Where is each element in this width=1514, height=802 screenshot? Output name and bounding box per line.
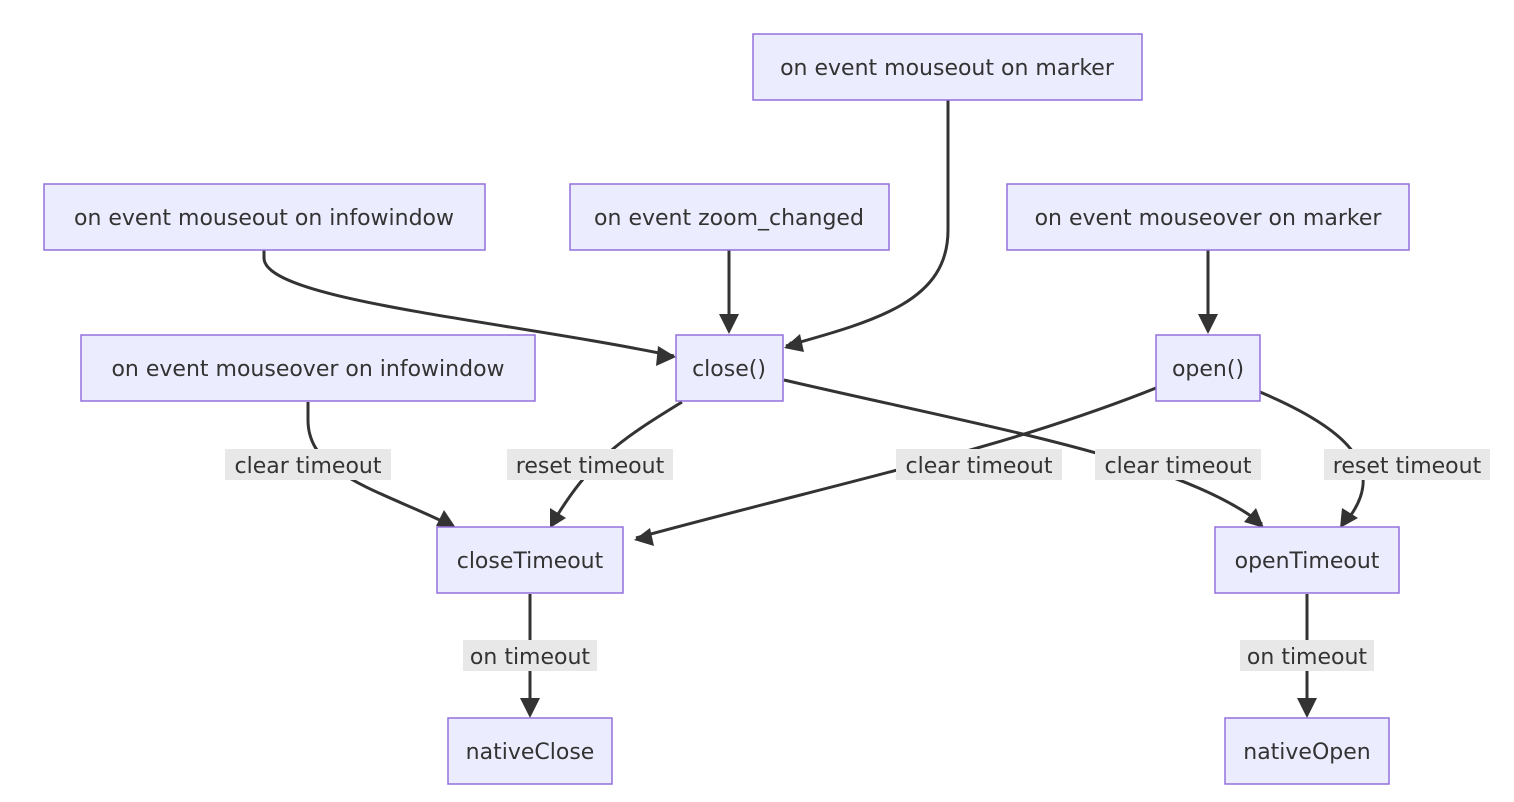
svg-text:clear timeout: clear timeout bbox=[906, 454, 1053, 479]
arrowhead bbox=[656, 346, 676, 366]
edge-label-on-timeout-close: on timeout bbox=[463, 640, 597, 671]
node-open: open() bbox=[1155, 334, 1261, 402]
node-close-timeout: closeTimeout bbox=[436, 526, 624, 594]
svg-text:nativeOpen: nativeOpen bbox=[1243, 740, 1370, 765]
arrowhead bbox=[436, 510, 456, 528]
arrowhead bbox=[719, 314, 739, 334]
svg-text:on timeout: on timeout bbox=[470, 645, 591, 670]
node-mouseout-on-infowindow: on event mouseout on infowindow bbox=[43, 183, 486, 251]
edge-label-clear-timeout-infowindow: clear timeout bbox=[225, 449, 391, 480]
arrowhead bbox=[1297, 698, 1317, 718]
node-mouseover-on-infowindow: on event mouseover on infowindow bbox=[80, 334, 536, 402]
node-native-close: nativeClose bbox=[447, 717, 613, 785]
arrowhead bbox=[1340, 508, 1358, 528]
edge-label-clear-timeout-open: clear timeout bbox=[896, 449, 1062, 480]
svg-text:on event mouseout on marker: on event mouseout on marker bbox=[780, 56, 1115, 81]
arrowhead bbox=[550, 508, 566, 528]
edge-label-reset-timeout-close: reset timeout bbox=[507, 449, 673, 480]
arrowheads bbox=[436, 314, 1358, 718]
svg-text:open(): open() bbox=[1172, 357, 1244, 382]
node-mouseover-on-marker: on event mouseover on marker bbox=[1006, 183, 1410, 251]
svg-text:reset timeout: reset timeout bbox=[516, 454, 665, 479]
node-native-open: nativeOpen bbox=[1224, 717, 1390, 785]
svg-text:clear timeout: clear timeout bbox=[235, 454, 382, 479]
arrowhead bbox=[520, 698, 540, 718]
svg-text:closeTimeout: closeTimeout bbox=[457, 549, 604, 574]
svg-text:close(): close() bbox=[692, 357, 766, 382]
node-close: close() bbox=[675, 334, 784, 402]
svg-text:on timeout: on timeout bbox=[1247, 645, 1368, 670]
svg-text:on event mouseout on infowindo: on event mouseout on infowindow bbox=[74, 206, 454, 231]
svg-text:reset timeout: reset timeout bbox=[1333, 454, 1482, 479]
svg-text:clear timeout: clear timeout bbox=[1105, 454, 1252, 479]
arrowhead bbox=[634, 528, 654, 546]
node-open-timeout: openTimeout bbox=[1214, 526, 1400, 594]
node-mouseout-on-marker: on event mouseout on marker bbox=[752, 33, 1143, 101]
svg-text:on event mouseover on infowind: on event mouseover on infowindow bbox=[111, 357, 504, 382]
svg-text:nativeClose: nativeClose bbox=[466, 740, 595, 765]
svg-text:openTimeout: openTimeout bbox=[1235, 549, 1380, 574]
svg-text:on event mouseover on marker: on event mouseover on marker bbox=[1035, 206, 1383, 231]
arrowhead bbox=[1244, 508, 1264, 528]
arrowhead bbox=[784, 334, 804, 352]
arrowhead bbox=[1198, 314, 1218, 334]
edge-label-on-timeout-open: on timeout bbox=[1240, 640, 1374, 671]
edge-close-to-opentimeout bbox=[783, 378, 1263, 526]
edge-mouseout-infowindow-to-close bbox=[262, 250, 675, 358]
node-zoom-changed: on event zoom_changed bbox=[569, 183, 890, 251]
svg-text:on event zoom_changed: on event zoom_changed bbox=[594, 206, 864, 231]
edge-label-clear-timeout-close: clear timeout bbox=[1095, 449, 1261, 480]
edge-label-reset-timeout-open: reset timeout bbox=[1324, 449, 1490, 480]
edge-mouseout-marker-to-close bbox=[785, 100, 950, 348]
